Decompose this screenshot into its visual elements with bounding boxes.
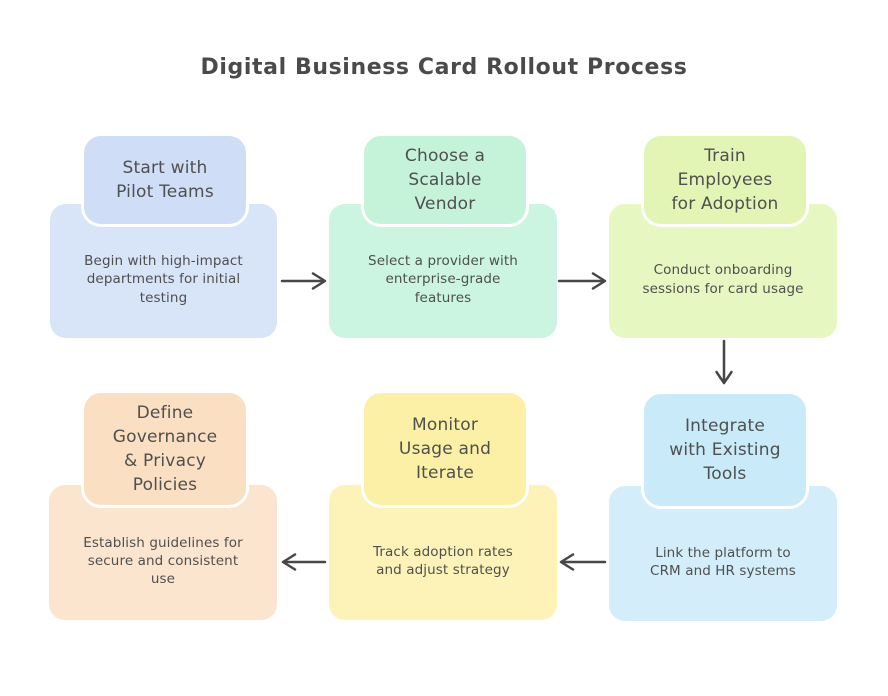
node-governance-policies-header: Define Governance & Privacy Policies	[81, 390, 249, 508]
node-monitor-usage-body: Track adoption rates and adjust strategy	[329, 485, 557, 620]
node-header-text: Start with Pilot Teams	[116, 157, 214, 202]
arrow-monitor-to-governance	[281, 553, 327, 571]
node-pilot-teams-header: Start with Pilot Teams	[81, 133, 249, 227]
node-body-text: Link the platform to CRM and HR systems	[650, 544, 796, 579]
arrow-integrate-to-monitor	[559, 553, 607, 571]
node-body-text: Select a provider with enterprise-grade …	[368, 253, 518, 306]
node-header-text: Train Employees for Adoption	[671, 145, 779, 215]
node-header-text: Monitor Usage and Iterate	[398, 414, 492, 484]
node-body-text: Conduct onboarding sessions for card usa…	[642, 262, 804, 297]
arrow-vendor-to-train	[557, 272, 607, 290]
diagram-title: Digital Business Card Rollout Process	[200, 55, 688, 80]
node-header-text: Choose a Scalable Vendor	[404, 145, 486, 215]
node-body-text: Track adoption rates and adjust strategy	[373, 543, 513, 578]
node-monitor-usage-header: Monitor Usage and Iterate	[361, 390, 529, 508]
node-header-text: Integrate with Existing Tools	[669, 415, 781, 485]
node-integrate-tools-header: Integrate with Existing Tools	[641, 391, 809, 509]
arrow-train-to-integrate	[715, 339, 733, 385]
node-train-employees-header: Train Employees for Adoption	[641, 133, 809, 227]
node-body-text: Establish guidelines for secure and cons…	[83, 534, 243, 588]
node-scalable-vendor-header: Choose a Scalable Vendor	[361, 133, 529, 227]
node-header-text: Define Governance & Privacy Policies	[112, 402, 218, 496]
arrow-pilot-to-vendor	[280, 272, 327, 290]
node-body-text: Begin with high-impact departments for i…	[84, 253, 243, 306]
